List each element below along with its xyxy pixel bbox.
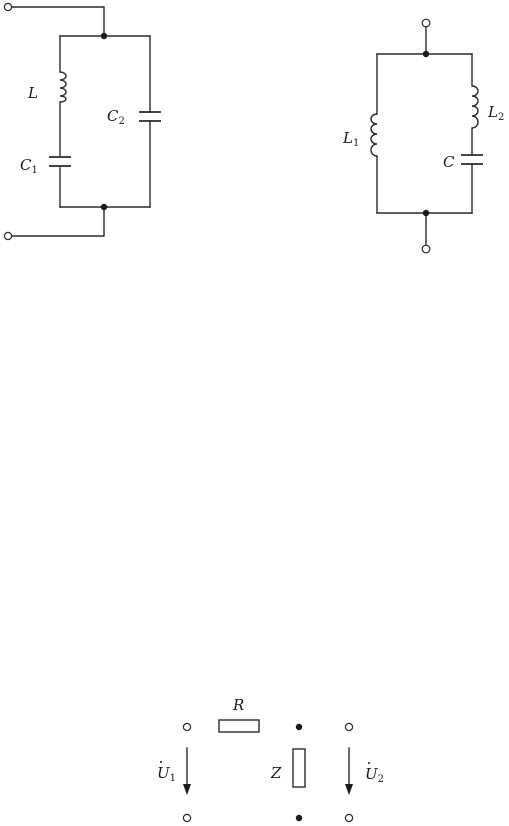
circuit-b-terminal-bottom [421,244,431,254]
circuit-c-label-U1: U1 [157,764,176,784]
circuit-a-label-C1: C1 [20,156,38,176]
circuit-a-terminal-bottom [3,231,13,241]
circuit-c-label-Z: Z [270,764,282,782]
circuit-b: L1 L2 C [342,18,504,254]
circuit-b-node-top [422,50,430,58]
circuit-a-node-bottom [100,203,108,211]
circuit-c-resistor-R [218,719,260,733]
circuit-b-inductor-L2 [471,85,479,129]
circuit-c-terminal-out-bottom [344,813,354,823]
circuit-c-arrow-U1-head [183,784,191,795]
circuit-c-terminal-out-top [344,722,354,732]
circuit-c-terminal-in-top [182,722,192,732]
circuit-c-node-bottom [295,814,303,822]
circuit-a-inductor-L [59,71,67,103]
circuit-c-impedance-Z [292,748,306,788]
circuit-a-top-lead [9,6,105,37]
circuit-b-terminal-top [421,18,431,28]
circuit-a-label-L: L [27,84,38,102]
circuit-b-node-bottom [422,209,430,217]
circuit-a: L C1 C2 [3,2,161,241]
circuit-c-U1-phasor-dot [160,761,162,763]
circuit-b-label-C: C [443,153,455,171]
circuit-c-arrow-U2-head [345,784,353,795]
circuit-c: R Z U1 U2 [157,696,384,823]
circuit-c-label-U2: U2 [365,765,384,785]
circuit-c-label-R: R [232,696,244,714]
circuit-c-U2-phasor-dot [368,762,370,764]
circuit-b-inductor-L1 [370,113,378,157]
circuit-b-label-L2: L2 [487,103,504,123]
circuit-b-label-L1: L1 [342,129,359,149]
circuit-a-terminal-top [3,2,13,12]
circuit-c-terminal-in-bottom [182,813,192,823]
circuit-c-node-top [295,723,303,731]
circuit-a-bottom-lead [9,206,105,237]
circuit-a-label-C2: C2 [107,107,125,127]
circuit-a-node-top [100,32,108,40]
